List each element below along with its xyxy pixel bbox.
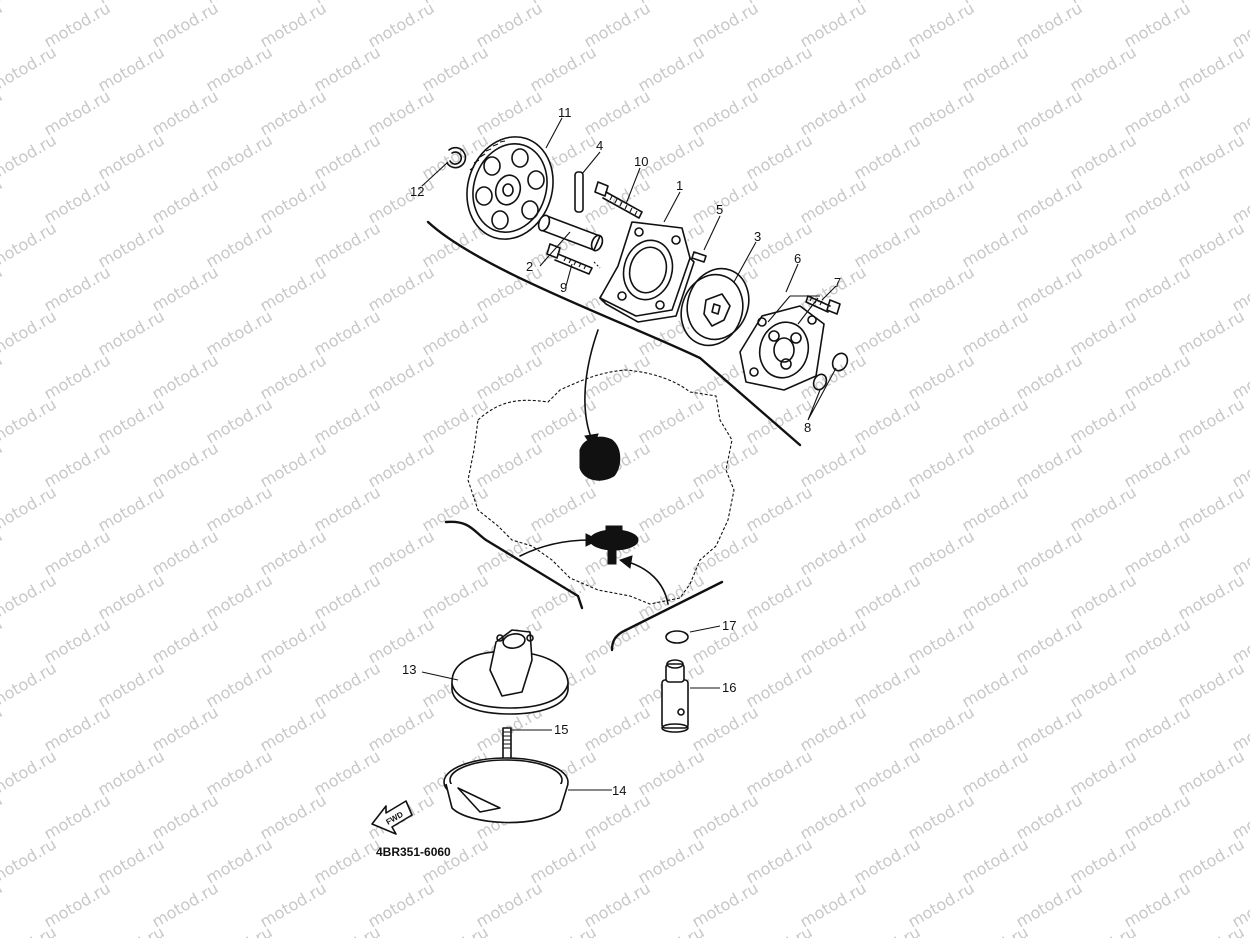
part-shaft[interactable] [537,214,605,252]
callout-14[interactable]: 14 [612,783,626,798]
part-pump-cover[interactable] [739,295,825,391]
pointer-arrows [519,329,669,605]
part-driven-gear[interactable] [454,126,566,251]
part-o-rings[interactable] [811,351,850,392]
callout-6[interactable]: 6 [794,251,801,266]
diagram-code: 4BR351-6060 [376,845,451,859]
callouts: 11 12 4 10 1 2 9 5 3 6 7 8 13 14 15 16 1… [402,105,841,798]
lower-left-bracket [444,520,584,610]
callout-11[interactable]: 11 [558,105,572,120]
part-o-ring-17[interactable] [665,630,689,644]
upper-assembly-bracket [426,220,802,447]
part-relief-valve[interactable] [661,659,689,733]
callout-4[interactable]: 4 [596,138,603,153]
callout-13[interactable]: 13 [402,662,416,677]
pump-location-marker [579,436,621,481]
part-dowel-pin-5[interactable] [691,251,707,263]
forward-arrow-icon: FWD [371,800,413,835]
callout-3[interactable]: 3 [754,229,761,244]
part-strainer-housing[interactable] [451,629,569,715]
part-rotor[interactable] [671,260,758,354]
part-circlip[interactable] [446,146,467,169]
part-dowel-pin-4[interactable] [574,171,584,213]
engine-outline [467,369,735,605]
callout-1[interactable]: 1 [676,178,683,193]
callout-8[interactable]: 8 [804,420,811,435]
part-bolt-10[interactable] [594,181,643,219]
callout-12[interactable]: 12 [410,184,424,199]
callout-17[interactable]: 17 [722,618,736,633]
lower-right-bracket [610,580,724,652]
callout-9[interactable]: 9 [560,280,567,295]
callout-10[interactable]: 10 [634,154,648,169]
part-pump-body[interactable] [599,221,695,323]
callout-15[interactable]: 15 [554,722,568,737]
callout-16[interactable]: 16 [722,680,736,695]
strainer-location-marker [589,525,639,565]
callout-5[interactable]: 5 [716,202,723,217]
leader-lines [421,117,837,791]
callout-2[interactable]: 2 [526,259,533,274]
part-strainer-cover[interactable] [443,757,569,824]
callout-7[interactable]: 7 [834,275,841,290]
part-bolt-7[interactable] [805,295,841,315]
